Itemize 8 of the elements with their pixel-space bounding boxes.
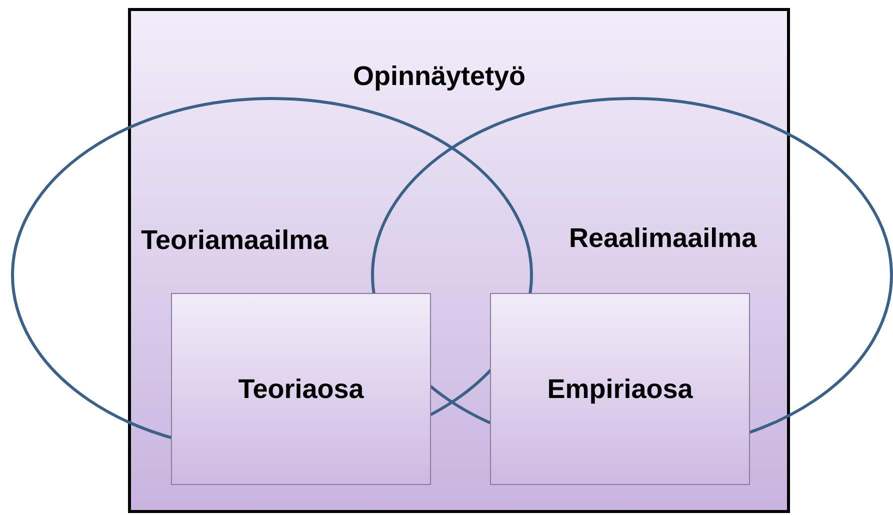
ellipse-label: Teoriamaailma <box>141 225 328 256</box>
panel <box>128 8 790 513</box>
box-label: Teoriaosa <box>238 374 364 404</box>
process-box <box>490 293 750 485</box>
box-label: Empiriaosa <box>547 374 693 404</box>
title-text: Opinnäytetyö <box>353 61 526 92</box>
process-box <box>171 293 431 485</box>
ellipse-label: Reaalimaailma <box>569 223 757 254</box>
